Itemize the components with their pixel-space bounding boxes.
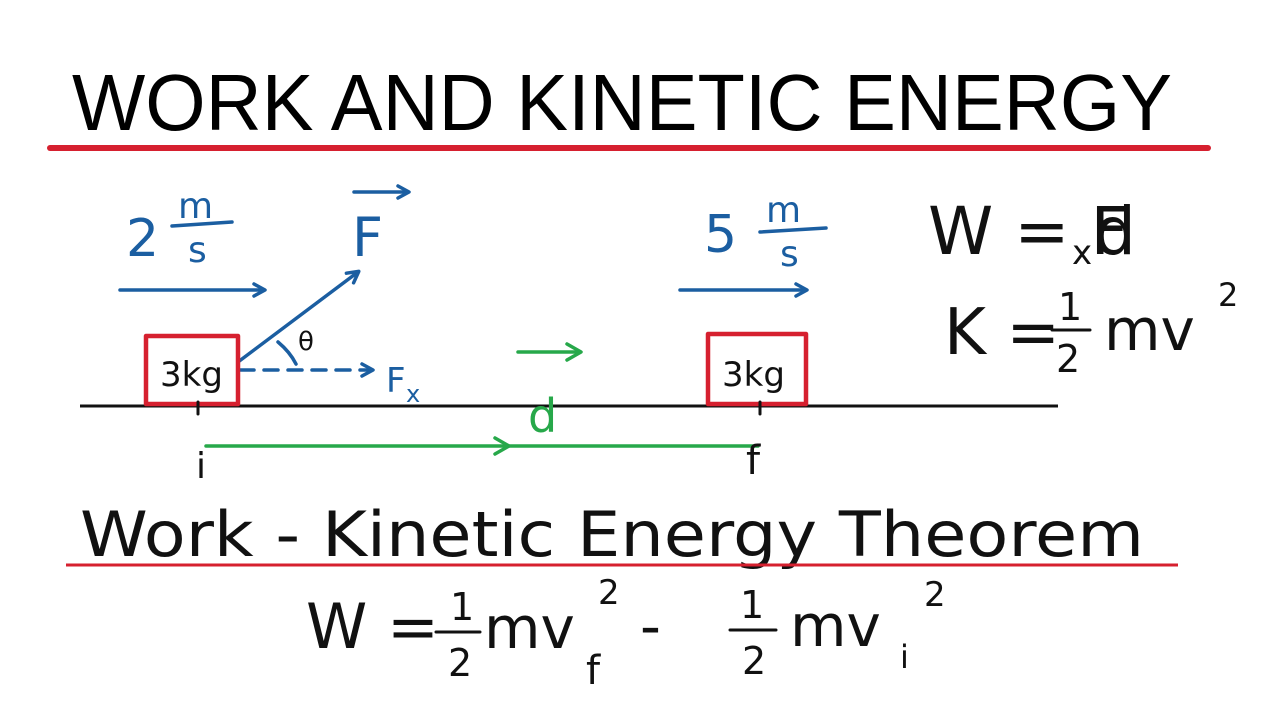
kinetic-formula-mv: mv — [1104, 296, 1195, 364]
final-speed-fraction-bar — [758, 226, 828, 234]
kinetic-formula-exponent: 2 — [1218, 276, 1238, 314]
initial-speed-unit-bottom: s — [188, 230, 207, 271]
theorem-formula-lhs: W = — [306, 590, 439, 663]
block-final — [705, 331, 809, 407]
theorem-formula: W = 1 2 mv 2 f - 1 2 mv 2 i — [306, 573, 946, 694]
final-speed-unit-bottom: s — [780, 234, 799, 275]
initial-speed-number: 2 — [126, 209, 159, 269]
force-label: F — [352, 206, 383, 269]
theorem-minus: - — [640, 592, 661, 660]
kinetic-formula-numerator: 1 — [1058, 285, 1082, 329]
kinetic-formula-lhs: K = — [944, 296, 1060, 370]
kinetic-formula-denominator: 2 — [1056, 337, 1080, 381]
theorem-term2-exponent: 2 — [924, 575, 946, 615]
theorem-term1-exponent: 2 — [598, 573, 620, 613]
theorem-term2-subscript: i — [900, 638, 909, 676]
point-final-label: f — [746, 438, 761, 484]
block-initial-mass: 3kg — [160, 355, 223, 395]
theorem-frac2-denominator: 2 — [742, 639, 766, 683]
work-formula-rhs: d — [1094, 193, 1136, 270]
final-speed-number: 5 — [704, 205, 737, 265]
block-initial — [143, 333, 241, 407]
force-x-label: F — [386, 361, 406, 401]
block-final-mass: 3kg — [722, 355, 785, 395]
force-arrow — [236, 269, 361, 364]
work-formula-lhs: W = F — [928, 193, 1128, 270]
final-speed-unit-top: m — [766, 190, 801, 231]
theorem-frac1-denominator: 2 — [448, 641, 472, 685]
initial-speed-label: 2 m s — [126, 186, 234, 271]
work-formula-subscript: x — [1072, 233, 1092, 273]
kinetic-formula: K = 1 2 mv 2 — [944, 276, 1238, 381]
theorem-term1: mv — [484, 594, 575, 662]
theorem-frac1-numerator: 1 — [450, 585, 474, 629]
initial-speed-fraction-bar — [170, 220, 234, 228]
angle-arc — [276, 340, 298, 366]
point-initial-label: i — [196, 446, 206, 487]
theorem-term2: mv — [790, 592, 881, 660]
force-x-subscript: x — [406, 380, 420, 408]
theorem-frac2-numerator: 1 — [740, 583, 764, 627]
initial-speed-unit-top: m — [178, 186, 213, 227]
page-title: WORK AND KINETIC ENERGY — [72, 58, 1172, 147]
final-speed-label: 5 m s — [704, 190, 828, 275]
work-formula: W = F x d — [928, 193, 1136, 273]
angle-label: θ — [298, 327, 314, 357]
theorem-term1-subscript: f — [586, 648, 601, 694]
displacement-label: d — [528, 389, 557, 443]
theorem-title: Work - Kinetic Energy Theorem — [80, 498, 1144, 571]
